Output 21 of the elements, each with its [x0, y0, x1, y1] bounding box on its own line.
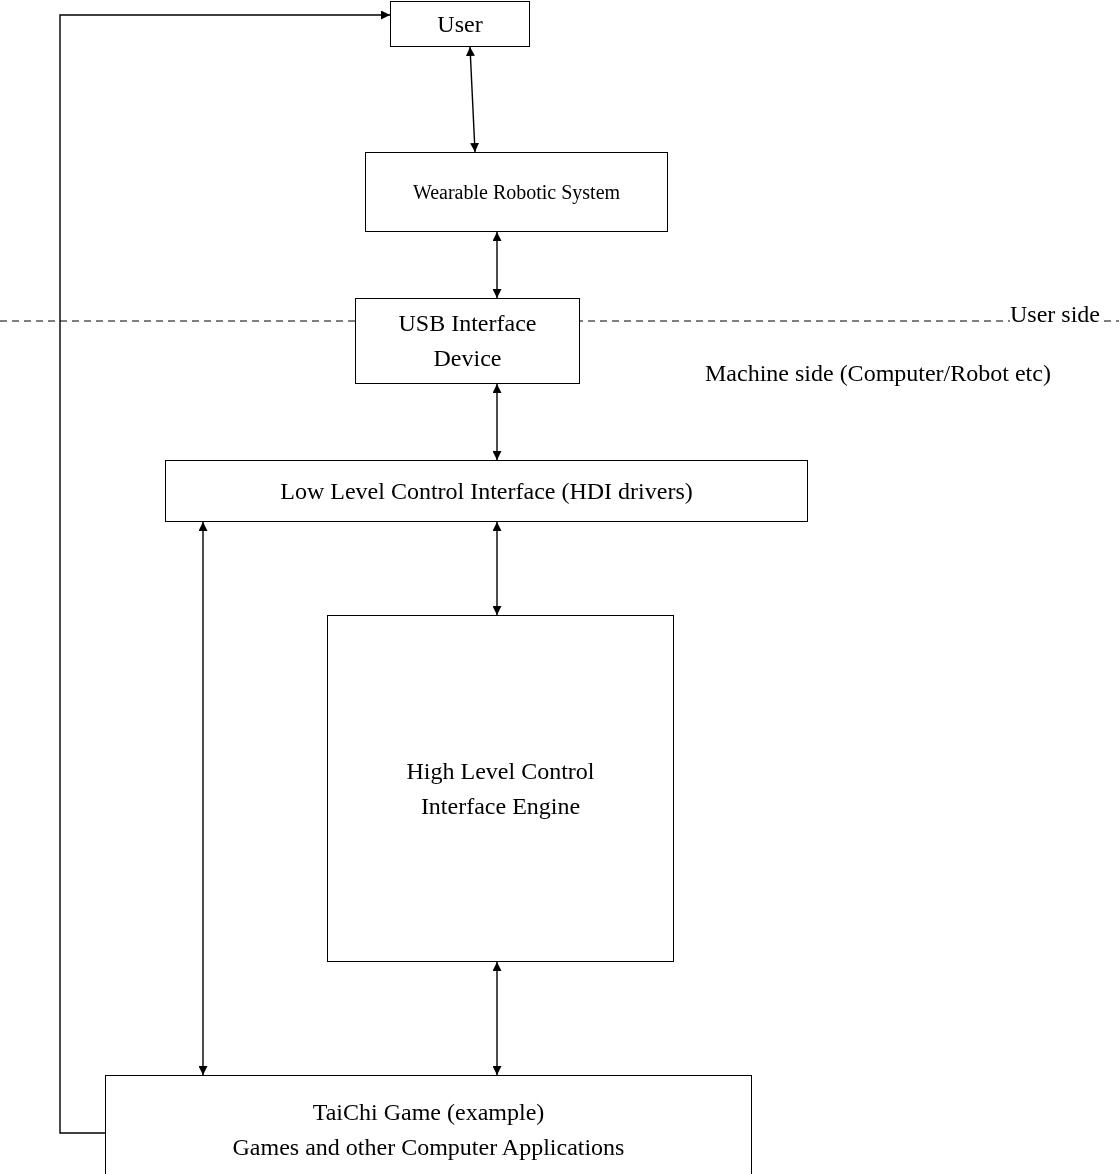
process-box — [105, 1075, 752, 1174]
box-label: Wearable Robotic System — [412, 179, 621, 206]
box-label: User — [437, 9, 483, 39]
process-box — [355, 298, 580, 384]
box-label: TaiChi Game (example) — [312, 1098, 545, 1128]
box-label: Low Level Control Interface (HDI drivers) — [280, 476, 693, 506]
box-label: USB Interface Device — [397, 309, 538, 373]
process-box — [165, 460, 808, 522]
box-label: Games and other Computer Applications — [232, 1133, 625, 1162]
arrow — [59, 10, 391, 1134]
process-box — [327, 615, 674, 962]
box-label: High Level Control Interface Engine — [405, 756, 596, 821]
arrow — [492, 961, 502, 1076]
arrow — [492, 521, 502, 616]
arrow — [492, 231, 502, 299]
process-box — [390, 1, 530, 47]
arrow — [198, 521, 208, 1076]
arrow — [492, 383, 502, 461]
arrow — [465, 46, 480, 153]
side-label: Machine side (Computer/Robot etc) — [705, 359, 1052, 388]
process-box — [365, 152, 668, 232]
